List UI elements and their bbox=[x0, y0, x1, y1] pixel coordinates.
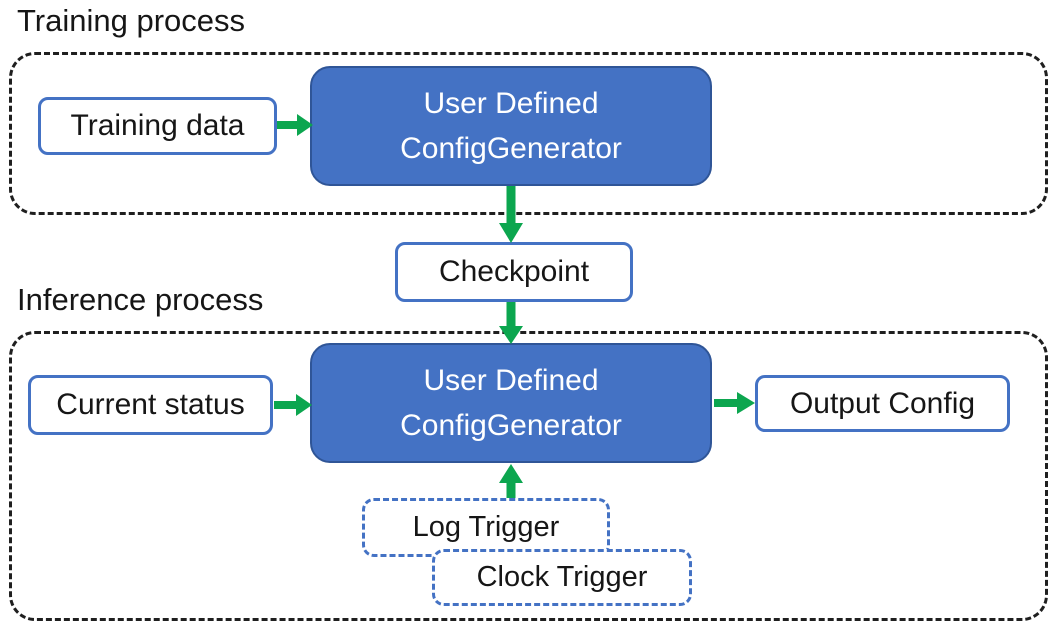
config-generator-inference-line1: User Defined bbox=[423, 364, 599, 397]
clock-trigger-box: Clock Trigger bbox=[432, 549, 692, 606]
training-process-label: Training process bbox=[17, 3, 246, 38]
clock-trigger-label: Clock Trigger bbox=[476, 561, 648, 593]
current-status-label: Current status bbox=[56, 388, 245, 421]
config-generator-training-box: User Defined ConfigGenerator bbox=[310, 66, 712, 186]
training-data-box: Training data bbox=[38, 97, 277, 155]
inference-process-container bbox=[9, 331, 1048, 621]
output-config-box: Output Config bbox=[755, 375, 1010, 432]
log-trigger-label: Log Trigger bbox=[412, 511, 560, 543]
checkpoint-label: Checkpoint bbox=[438, 255, 590, 288]
current-status-box: Current status bbox=[28, 375, 273, 435]
config-generator-training-line2: ConfigGenerator bbox=[400, 132, 622, 165]
training-data-label: Training data bbox=[70, 109, 245, 142]
inference-process-label: Inference process bbox=[17, 282, 264, 317]
config-generator-training-line1: User Defined bbox=[423, 87, 599, 120]
config-generator-inference-box: User Defined ConfigGenerator bbox=[310, 343, 712, 463]
output-config-label: Output Config bbox=[789, 386, 976, 420]
config-generator-inference-line2: ConfigGenerator bbox=[400, 409, 622, 442]
checkpoint-box: Checkpoint bbox=[395, 242, 633, 302]
training-process-container bbox=[9, 52, 1048, 215]
